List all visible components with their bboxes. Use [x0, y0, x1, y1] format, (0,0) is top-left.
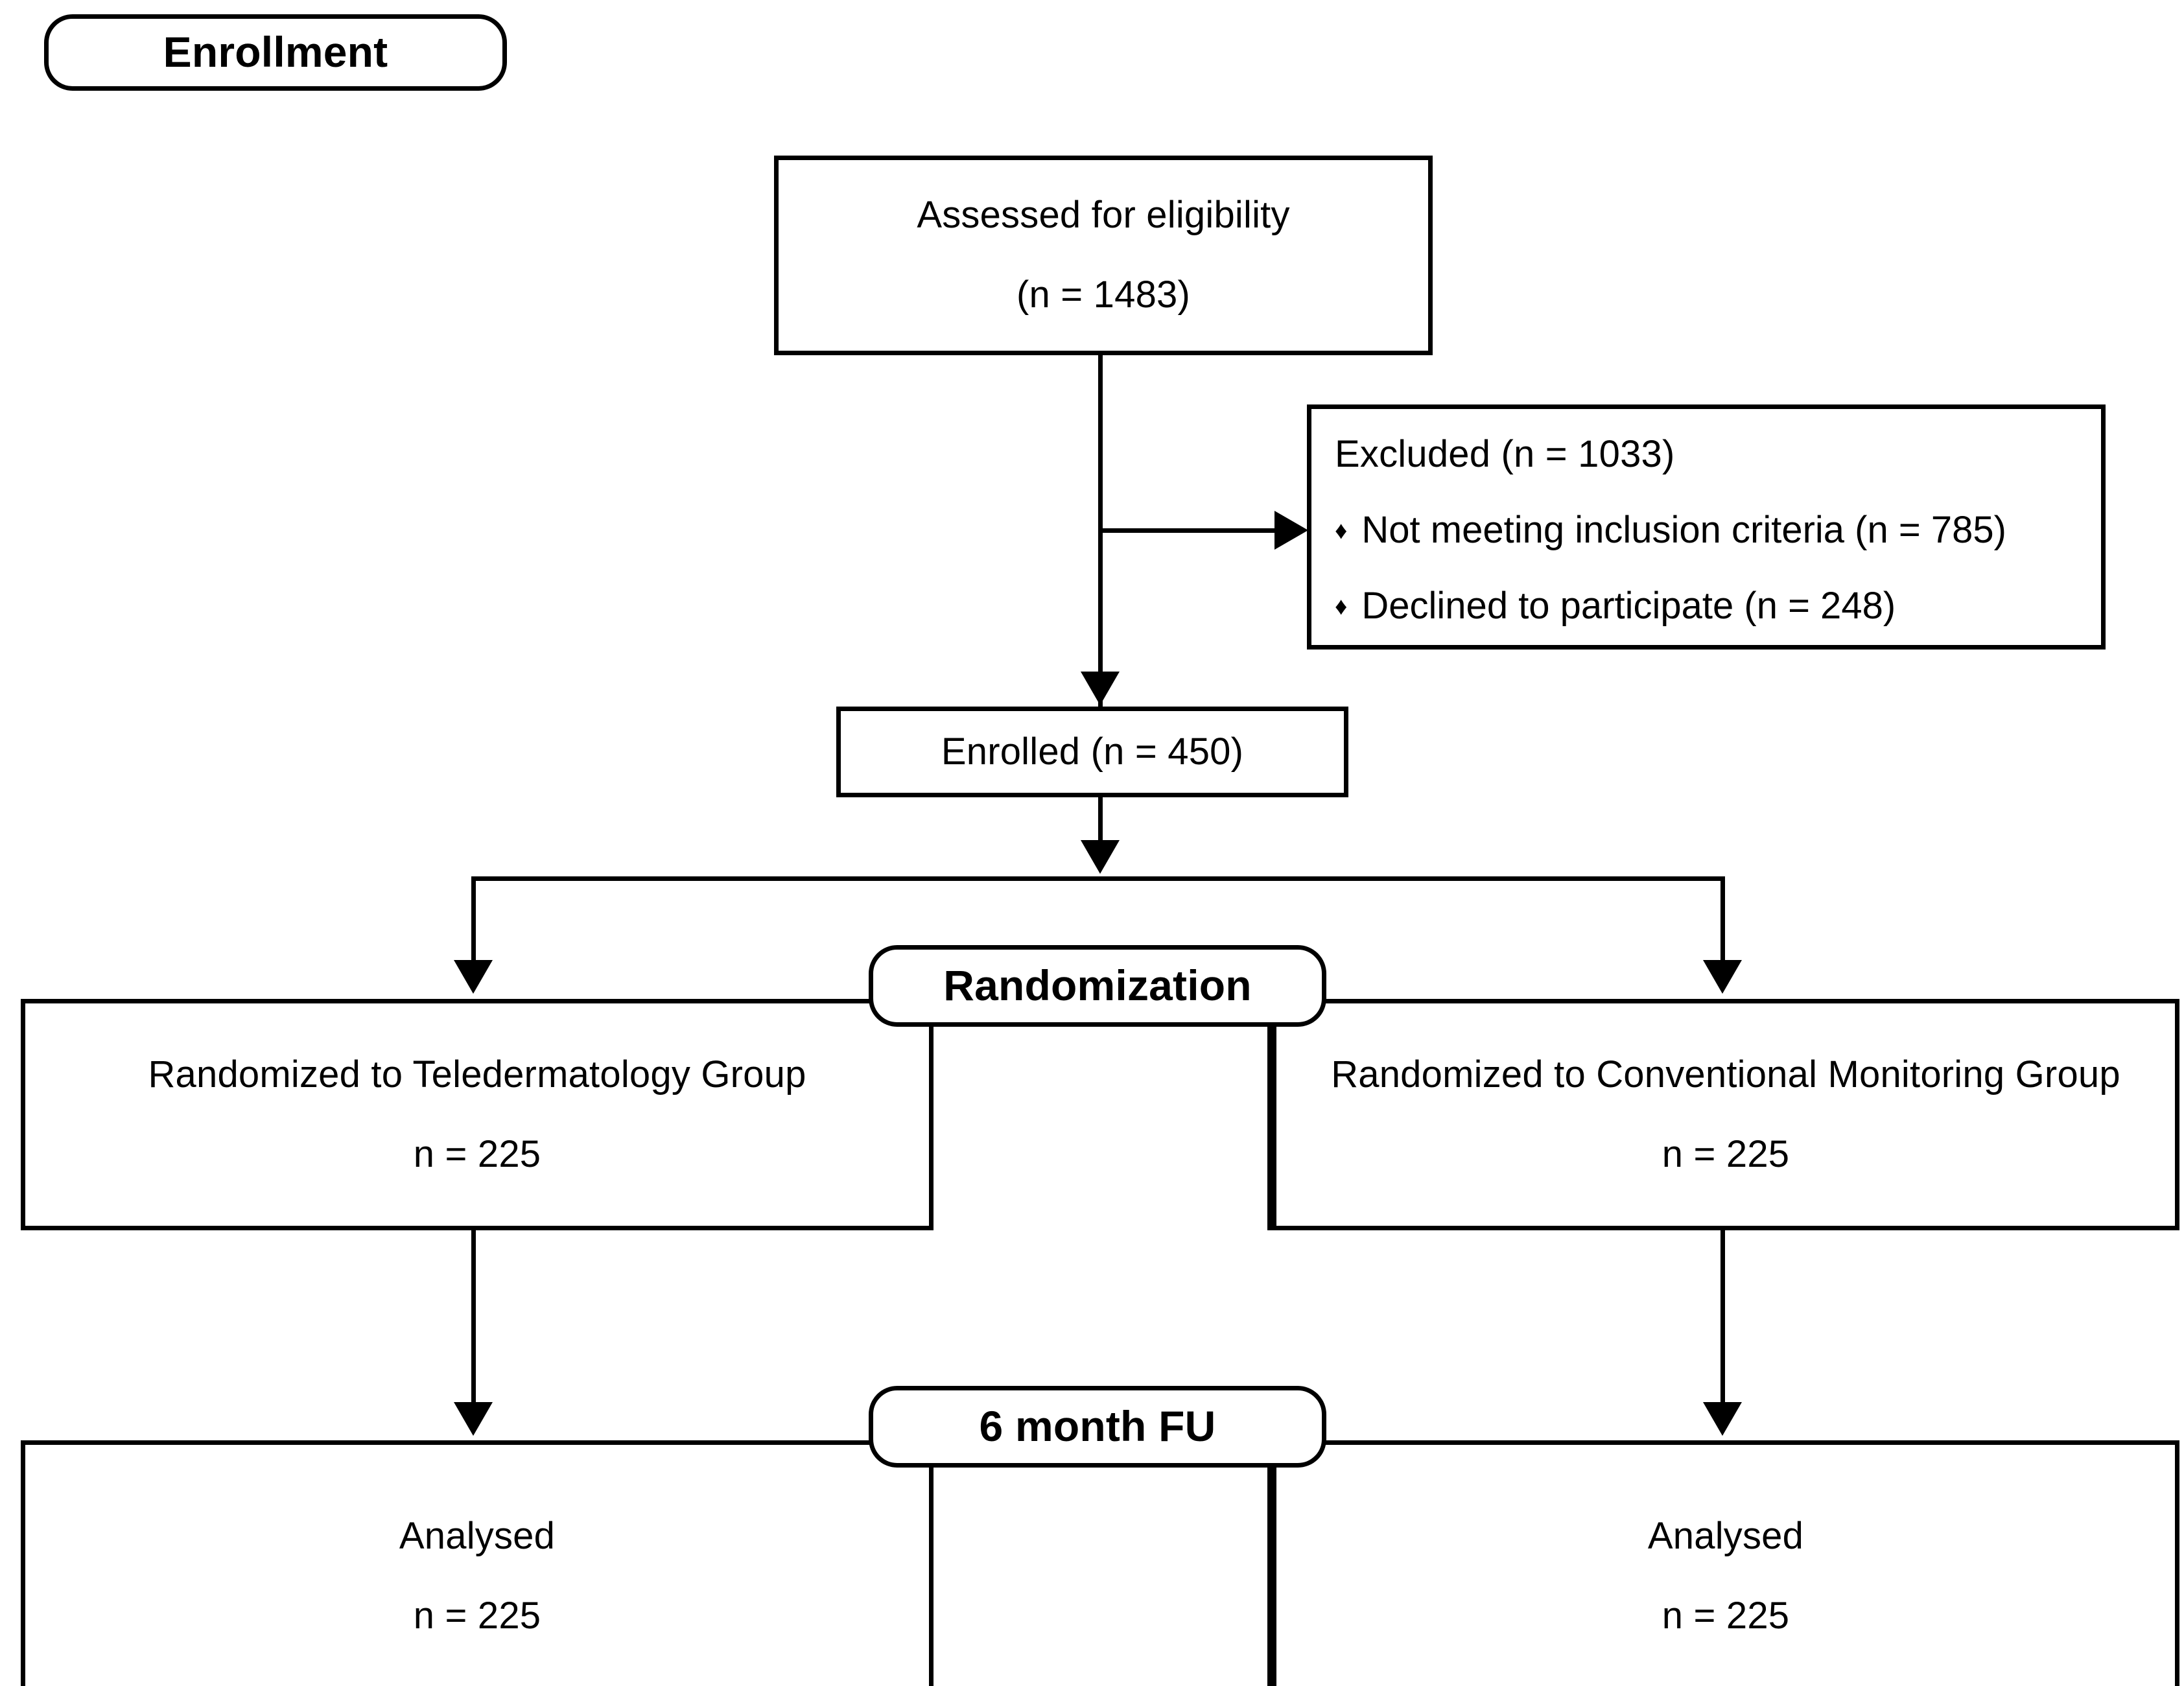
node-assessed-for-eligibility: Assessed for eligibility (n = 1483) [774, 156, 1433, 355]
group-left-label: Randomized to Teledermatology Group [148, 1053, 806, 1095]
assessed-count: (n = 1483) [1016, 274, 1190, 316]
arrowhead-split [1081, 840, 1120, 874]
connector-group-left-to-analysed [471, 1230, 476, 1405]
arrowhead-analysed-left [454, 1402, 493, 1436]
group-right-label: Randomized to Conventional Monitoring Gr… [1331, 1053, 2120, 1095]
analysed-left-count: n = 225 [413, 1595, 541, 1637]
arrowhead-group-left [454, 960, 493, 994]
connector-split-right-leg [1720, 876, 1725, 963]
enrolled-label: Enrolled (n = 450) [941, 730, 1244, 773]
connector-chip-followup-left-edge [929, 1468, 933, 1686]
connector-split-bar [471, 876, 1725, 881]
diamond-bullet-icon: ♦ [1335, 592, 1348, 620]
excluded-heading: Excluded (n = 1033) [1335, 433, 1675, 475]
assessed-label: Assessed for eligibility [917, 194, 1290, 237]
analysed-right-count: n = 225 [1661, 1595, 1790, 1637]
connector-chip-followup-right-edge [1267, 1468, 1272, 1686]
stage-label-randomization: Randomization [869, 945, 1326, 1027]
excluded-reason-row: ♦ Not meeting inclusion criteria (n = 78… [1335, 508, 2006, 551]
node-analysed-teledermatology: Analysed n = 225 [21, 1440, 933, 1686]
excluded-reason-2: Declined to participate (n = 248) [1361, 584, 1896, 627]
connector-assessed-to-excluded [1098, 528, 1286, 533]
group-left-count: n = 225 [413, 1132, 541, 1175]
group-right-count: n = 225 [1661, 1132, 1790, 1175]
diamond-bullet-icon: ♦ [1335, 517, 1348, 544]
analysed-left-label: Analysed [399, 1515, 556, 1558]
node-analysed-conventional-monitoring: Analysed n = 225 [1272, 1440, 2179, 1686]
connector-chip-randomization-left-edge [929, 1027, 933, 1230]
stage-label-randomization-text: Randomization [943, 961, 1252, 1010]
arrowhead-enrolled [1081, 672, 1120, 705]
stage-label-enrollment: Enrollment [44, 14, 507, 91]
arrowhead-excluded [1274, 511, 1308, 550]
arrowhead-group-right [1703, 960, 1742, 994]
node-group-teledermatology: Randomized to Teledermatology Group n = … [21, 999, 933, 1230]
connector-chip-randomization-right-edge [1267, 1027, 1272, 1230]
stage-label-followup-text: 6 month FU [979, 1402, 1216, 1451]
arrowhead-analysed-right [1703, 1402, 1742, 1436]
connector-group-right-to-analysed [1720, 1230, 1725, 1405]
connector-enrolled-to-split [1098, 797, 1103, 845]
connector-split-left-leg [471, 876, 476, 963]
stage-label-enrollment-text: Enrollment [163, 28, 388, 76]
node-excluded: Excluded (n = 1033) ♦ Not meeting inclus… [1307, 404, 2106, 650]
excluded-reason-row: ♦ Declined to participate (n = 248) [1335, 584, 1896, 627]
node-enrolled: Enrolled (n = 450) [836, 707, 1348, 797]
node-group-conventional-monitoring: Randomized to Conventional Monitoring Gr… [1272, 999, 2179, 1230]
excluded-reason-1: Not meeting inclusion criteria (n = 785) [1361, 508, 2006, 551]
stage-label-followup: 6 month FU [869, 1386, 1326, 1468]
analysed-right-label: Analysed [1647, 1515, 1804, 1558]
